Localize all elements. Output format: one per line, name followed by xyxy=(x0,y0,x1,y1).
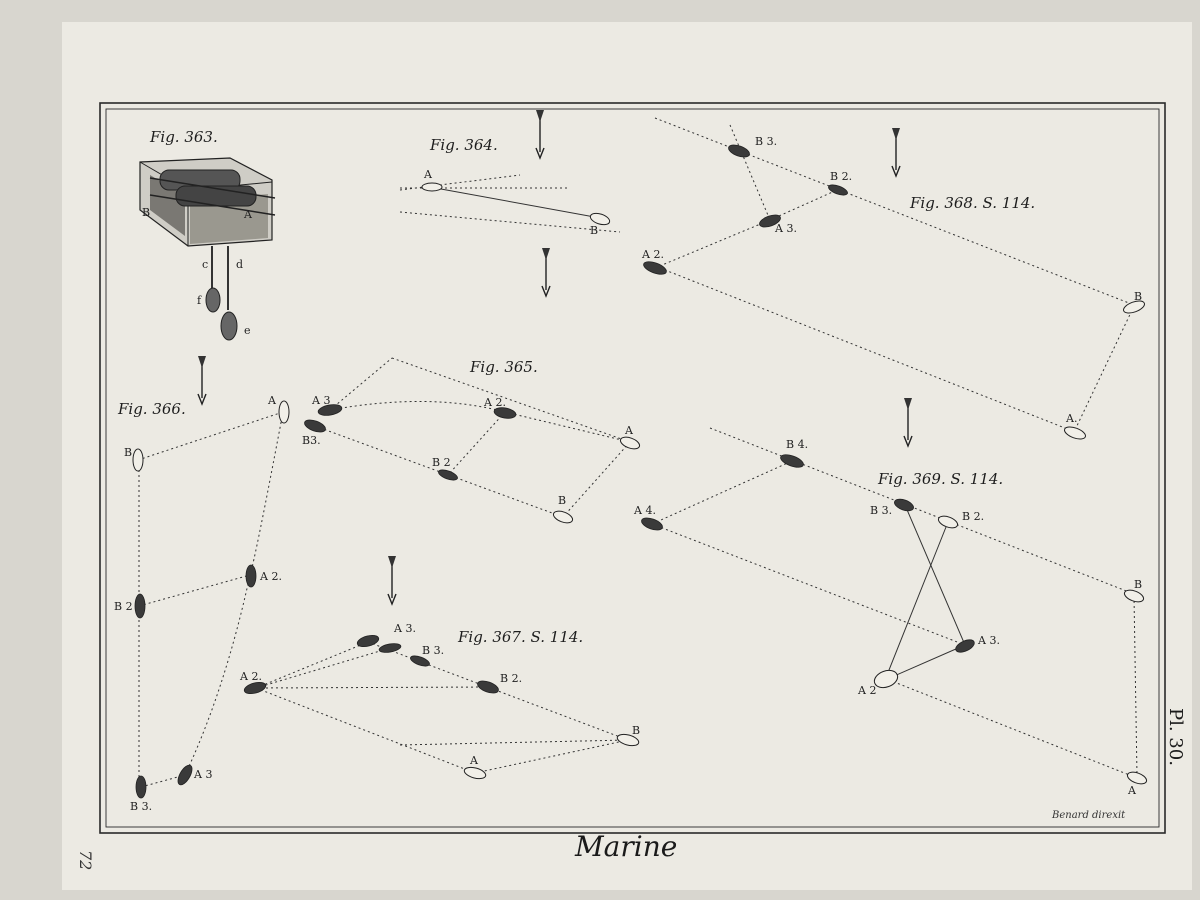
fig-363-label-f: f xyxy=(197,294,202,307)
ship-b xyxy=(552,510,574,524)
ship-a4 xyxy=(641,517,663,531)
fig-365: Fig. 365. A 3 B3. A 2. B 2 A B xyxy=(302,357,641,524)
fig-366-label-b: B xyxy=(124,446,132,459)
ship-b xyxy=(1123,589,1145,603)
fig-369-label-b4: B 4. xyxy=(786,438,808,451)
fig-363-label-d: d xyxy=(236,258,243,271)
ship-b2 xyxy=(477,680,499,694)
fig-366-label-a3: A 3 xyxy=(193,768,212,781)
ship-b xyxy=(589,212,611,226)
ship-b2 xyxy=(828,184,848,196)
ship-a3 xyxy=(177,764,193,786)
engraver-credit: Benard direxit xyxy=(1051,810,1126,821)
ship-b2 xyxy=(937,515,959,529)
fig-364-label-a: A xyxy=(423,168,433,181)
page-number: 72 xyxy=(76,850,95,870)
ship-b xyxy=(616,733,640,747)
ship-a xyxy=(1126,771,1148,785)
fig-367-label-b: B xyxy=(632,724,640,737)
ship-a2 xyxy=(245,564,257,588)
ship-b3 xyxy=(304,419,326,433)
fig-368-label-b: B xyxy=(1134,290,1142,303)
fig-363-title: Fig. 363. xyxy=(149,128,218,146)
plate-number: Pl. 30. xyxy=(1165,708,1186,766)
ship-a3 xyxy=(356,634,380,648)
fig-363-label-c: c xyxy=(202,258,208,271)
fig-364: Fig. 364. A B xyxy=(399,109,621,297)
fig-369-label-b3: B 3. xyxy=(870,504,892,517)
ship-b xyxy=(132,448,144,472)
ship-a3 xyxy=(759,214,781,228)
fig-368-label-a: A. xyxy=(1065,412,1077,425)
fig-367-label-a3: A 3. xyxy=(393,622,416,635)
fig-369-label-a3: A 3. xyxy=(977,634,1000,647)
fig-369-label-a2: A 2 xyxy=(857,684,876,697)
fig-369-label-b: B xyxy=(1134,578,1142,591)
fig-366-label-b2: B 2 xyxy=(114,600,133,613)
fig-368-label-b3: B 3. xyxy=(755,135,777,148)
ship-a xyxy=(463,766,487,780)
plate-outer-border xyxy=(99,102,1166,834)
plate-inner-border xyxy=(105,108,1160,828)
fig-363: Fig. 363. B A c d f e xyxy=(139,128,276,341)
ship-a xyxy=(1064,426,1086,440)
ship-b2 xyxy=(134,593,146,619)
fig-367-label-a2: A 2. xyxy=(239,670,262,683)
fig-368-label-b2: B 2. xyxy=(830,170,852,183)
ship-a3 xyxy=(955,639,975,653)
fig-367-label-b2: B 2. xyxy=(500,672,522,685)
fig-366-label-a2: A 2. xyxy=(259,570,282,583)
fig-365-label-a2: A 2. xyxy=(483,396,506,409)
fig-368: Fig. 368. S. 114. B 3. B 2. A 3. A 2. B … xyxy=(641,117,1145,440)
fig-365-label-b2: B 2 xyxy=(432,456,451,469)
fig-367: Fig. 367. S. 114. A 3. B 3. B 2. A 2. B … xyxy=(239,555,640,780)
paper-sheet xyxy=(62,22,1192,890)
ship-a xyxy=(421,182,443,192)
fig-367-title: Fig. 367. S. 114. xyxy=(457,628,583,646)
fig-366-title: Fig. 366. xyxy=(117,400,186,418)
fig-363-label-b: B xyxy=(142,206,150,219)
fig-365-label-a: A xyxy=(624,424,634,437)
ship-b3 xyxy=(894,498,914,512)
ship-b3 xyxy=(410,655,430,667)
fig-369: Fig. 369. S. 114. B 4. A 4. B 3. B 2. A … xyxy=(633,397,1148,797)
plate-title: Marine xyxy=(574,830,677,863)
fig-368-title: Fig. 368. S. 114. xyxy=(909,194,1035,212)
ship-a2 xyxy=(643,261,667,275)
fig-367-label-b3: B 3. xyxy=(422,644,444,657)
fig-365-label-a3: A 3 xyxy=(311,394,330,407)
ship-a xyxy=(619,436,641,450)
fig-366-label-b3: B 3. xyxy=(130,800,152,813)
fig-365-title: Fig. 365. xyxy=(469,358,538,376)
ship-b xyxy=(1123,300,1145,314)
ship-b3 xyxy=(135,775,147,799)
ship-b3 xyxy=(728,144,750,158)
ship-a3 xyxy=(317,404,343,416)
fig-368-label-a3: A 3. xyxy=(774,222,797,235)
ship-b4 xyxy=(780,454,804,468)
fig-369-label-a4: A 4. xyxy=(633,504,656,517)
fig-364-label-b: B xyxy=(590,224,598,237)
fig-365-label-b3: B3. xyxy=(302,434,321,447)
ship-a2 xyxy=(243,681,267,695)
fig-363-label-a: A xyxy=(243,208,253,221)
fig-366: Fig. 366. A B B 2 A 2. B 3. A 3 xyxy=(114,355,290,813)
fig-367-label-a: A xyxy=(469,754,479,767)
fig-365-label-b: B xyxy=(558,494,566,507)
ship-b3-near xyxy=(378,643,402,653)
fig-368-label-a2: A 2. xyxy=(641,248,664,261)
fig-369-label-a: A xyxy=(1127,784,1137,797)
fig-369-title: Fig. 369. S. 114. xyxy=(877,470,1003,488)
fig-363-label-e: e xyxy=(244,324,251,337)
ship-b2 xyxy=(438,469,458,481)
ship-a2 xyxy=(493,407,517,419)
windlass-box-illustration xyxy=(139,157,276,341)
fig-366-label-a: A xyxy=(267,394,277,407)
ship-a xyxy=(278,400,290,424)
ship-a2 xyxy=(873,669,899,689)
fig-364-title: Fig. 364. xyxy=(429,136,498,154)
fig-369-label-b2: B 2. xyxy=(962,510,984,523)
